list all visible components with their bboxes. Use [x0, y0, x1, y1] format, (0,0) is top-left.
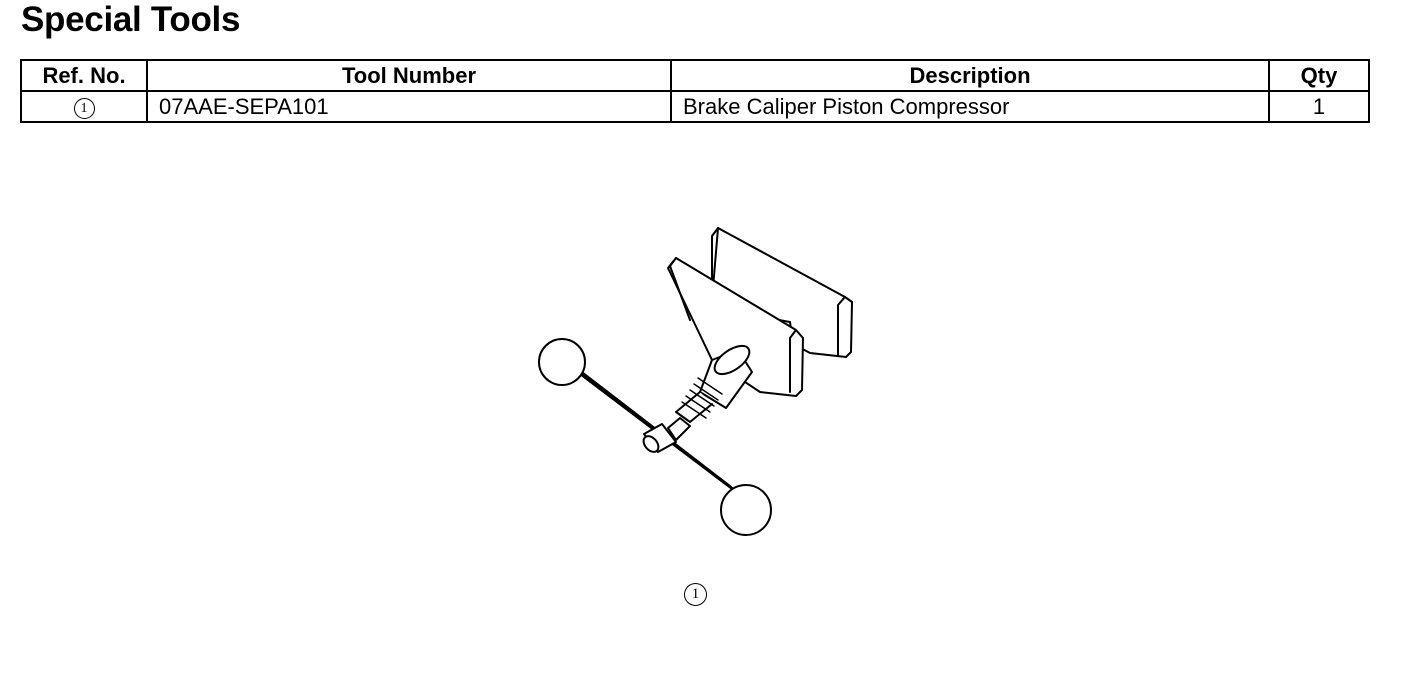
header-ref-no: Ref. No.	[20, 59, 148, 92]
cell-tool-number: 07AAE-SEPA101	[146, 90, 672, 123]
cell-qty: 1	[1268, 90, 1370, 123]
ref-number-circle: 1	[73, 97, 95, 119]
special-tools-table: Ref. No. Tool Number Description Qty 1 0…	[20, 59, 1370, 123]
cell-description: Brake Caliper Piston Compressor	[670, 90, 1270, 123]
front-press-plate	[667, 257, 804, 397]
handle-knob-right	[720, 484, 772, 536]
reference-callout: 1	[684, 583, 707, 606]
collar-end	[642, 435, 660, 453]
screw-shaft	[667, 417, 691, 441]
table-header-row: Ref. No. Tool Number Description Qty	[20, 59, 1370, 92]
table-row: 1 07AAE-SEPA101 Brake Caliper Piston Com…	[20, 90, 1370, 123]
header-description: Description	[670, 59, 1270, 92]
brake-caliper-piston-compressor-illustration	[538, 227, 853, 536]
header-qty: Qty	[1268, 59, 1370, 92]
cell-ref-no: 1	[20, 90, 148, 123]
page-title: Special Tools	[21, 0, 241, 39]
screw-body	[675, 344, 753, 423]
header-tool-number: Tool Number	[146, 59, 672, 92]
handle-knob-left	[538, 338, 586, 386]
